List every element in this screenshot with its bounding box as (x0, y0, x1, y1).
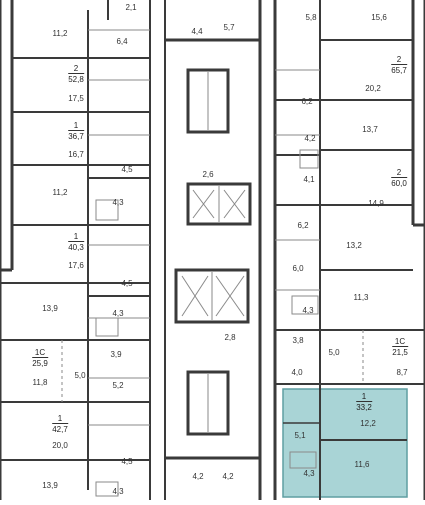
room-area: 8,7 (396, 368, 408, 377)
room-area: 4,3 (112, 309, 124, 318)
room-area: 17,5 (68, 94, 84, 103)
room-area: 4,2 (192, 472, 204, 481)
room-area: 20,0 (52, 441, 68, 450)
right-wing-walls (275, 0, 425, 500)
room-area: 17,6 (68, 261, 84, 270)
apartment-area: 42,7 (52, 423, 68, 434)
room-area: 4,5 (121, 279, 133, 288)
apartment-area: 33,2 (356, 401, 372, 412)
apartment-badge[interactable]: 1С 21,5 (392, 337, 408, 357)
room-area: 15,6 (371, 13, 387, 22)
room-area: 5,1 (294, 431, 306, 440)
apartment-area: 36,7 (68, 130, 84, 141)
room-area: 4,4 (191, 27, 203, 36)
room-area: 6,4 (116, 37, 128, 46)
room-area: 4,5 (121, 457, 133, 466)
highlight-fill (282, 388, 408, 498)
room-area: 20,2 (365, 84, 381, 93)
highlighted-apartment[interactable] (282, 388, 408, 498)
apartment-rooms: 1 (57, 414, 63, 423)
apartment-rooms: 1 (73, 232, 79, 241)
room-area: 4,5 (121, 165, 133, 174)
apartment-badge[interactable]: 1 40,3 (68, 232, 84, 252)
room-area: 13,9 (42, 481, 58, 490)
apartment-rooms: 2 (73, 64, 79, 73)
apartment-badge[interactable]: 2 65,7 (391, 55, 407, 75)
apartment-badge[interactable]: 1 42,7 (52, 414, 68, 434)
room-area: 11,8 (32, 378, 48, 387)
room-area: 4,1 (303, 175, 315, 184)
apartment-badge[interactable]: 1С 25,9 (32, 348, 48, 368)
apartment-area: 40,3 (68, 241, 84, 252)
left-wing-fixtures (61, 29, 150, 497)
left-wing-walls (0, 0, 166, 500)
room-area: 16,7 (68, 150, 84, 159)
room-area: 4,3 (112, 487, 124, 496)
apartment-badge-highlighted[interactable]: 1 33,2 (356, 392, 372, 412)
room-area: 6,2 (297, 221, 309, 230)
room-area: 2,8 (224, 333, 236, 342)
core-walls (165, 0, 277, 500)
room-area: 4,2 (222, 472, 234, 481)
apartment-rooms: 1 (73, 121, 79, 130)
room-area: 11,3 (353, 293, 369, 302)
right-wing-fixtures (275, 69, 364, 469)
room-area: 4,3 (302, 306, 314, 315)
room-area: 5,0 (74, 371, 86, 380)
apartment-badge[interactable]: 2 52,8 (68, 64, 84, 84)
room-area: 14,9 (368, 199, 384, 208)
room-area: 5,7 (223, 23, 235, 32)
room-area: 2,1 (125, 3, 137, 12)
room-area: 4,3 (303, 469, 315, 478)
apartment-rooms: 1С (394, 337, 406, 346)
room-area: 5,8 (305, 13, 317, 22)
room-area: 6,0 (292, 264, 304, 273)
apartment-area: 25,9 (32, 357, 48, 368)
room-area: 4,3 (112, 198, 124, 207)
apartment-area: 60,0 (391, 177, 407, 188)
room-area: 4,2 (304, 134, 316, 143)
apartment-rooms: 1С (34, 348, 46, 357)
apartment-rooms: 2 (396, 168, 402, 177)
room-area: 5,2 (112, 381, 124, 390)
apartment-rooms: 2 (396, 55, 402, 64)
room-area: 4,0 (291, 368, 303, 377)
apartment-badge[interactable]: 2 60,0 (391, 168, 407, 188)
room-area: 3,8 (292, 336, 304, 345)
room-area: 11,6 (354, 460, 370, 469)
room-area: 12,2 (360, 419, 376, 428)
apartment-area: 21,5 (392, 346, 408, 357)
core-fixtures (181, 72, 246, 432)
room-area: 3,9 (110, 350, 122, 359)
room-area: 11,2 (52, 188, 68, 197)
room-area: 13,7 (362, 125, 378, 134)
apartment-badge[interactable]: 1 36,7 (68, 121, 84, 141)
room-area: 13,9 (42, 304, 58, 313)
room-area: 2,6 (202, 170, 214, 179)
apartment-area: 52,8 (68, 73, 84, 84)
room-area: 6,2 (301, 97, 313, 106)
room-area: 13,2 (346, 241, 362, 250)
apartment-rooms: 1 (361, 392, 367, 401)
room-area: 5,0 (328, 348, 340, 357)
room-area: 11,2 (52, 29, 68, 38)
apartment-area: 65,7 (391, 64, 407, 75)
